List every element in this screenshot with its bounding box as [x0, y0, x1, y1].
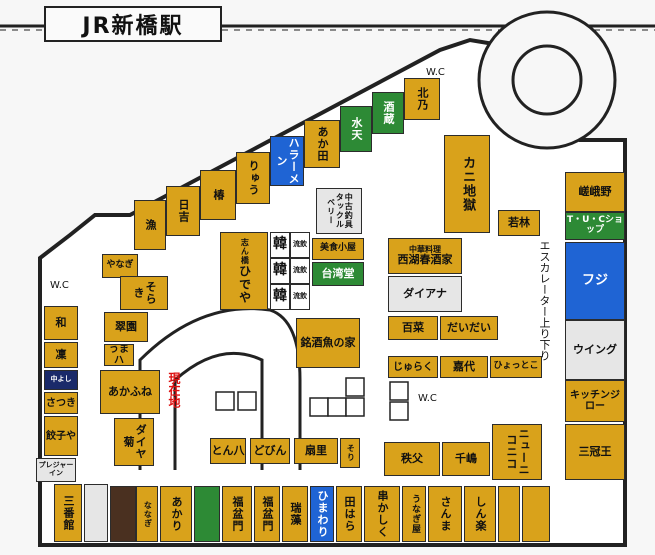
shop-hide-sub: 志ん橋	[240, 238, 250, 265]
shop-chichibu[interactable]: 秩父	[384, 442, 440, 476]
shop-tsubaki[interactable]: 椿	[200, 170, 236, 220]
shop-gyoza[interactable]: 餃子や	[44, 416, 78, 456]
shop-diamond[interactable]: ダイヤ菊	[114, 418, 154, 466]
bottom-yellow-2[interactable]	[522, 486, 550, 542]
shop-nanakyu[interactable]: ななぎ	[136, 486, 158, 542]
shop-suien[interactable]: 翠園	[104, 312, 148, 342]
shop-taiwan[interactable]: 台湾堂	[312, 262, 364, 286]
bottom-blank-1	[84, 484, 108, 542]
shop-wakabayashi[interactable]: 若林	[498, 210, 540, 236]
wc-label-left: W.C	[50, 280, 69, 291]
shop-tahara[interactable]: 田はら	[336, 486, 362, 542]
shop-sanma[interactable]: さんま	[428, 486, 462, 542]
shop-nakayoshi[interactable]: 中よし	[44, 370, 78, 390]
shop-zuiso[interactable]: 瑞藻	[282, 486, 308, 542]
shop-wing[interactable]: ウイング	[565, 320, 625, 380]
shop-kitchen[interactable]: キッチンジロー	[565, 380, 625, 422]
shop-hide[interactable]: 志ん橋 ひでや	[220, 232, 268, 310]
shop-fukubonmon-a[interactable]: 福盆門	[222, 486, 252, 542]
shop-juraku[interactable]: じゅらく	[388, 356, 438, 378]
shop-satsuki[interactable]: さつき	[44, 392, 78, 414]
shop-chuko[interactable]: 中古釣具タックルベリー	[316, 188, 362, 234]
shop-wa[interactable]: 和	[44, 306, 78, 340]
shop-himawari[interactable]: ひまわり	[310, 486, 334, 542]
shop-kushikaku[interactable]: 串かしく	[364, 486, 400, 542]
shop-hyottoko[interactable]: ひょっとこ	[490, 356, 542, 378]
shop-umahachi[interactable]: うまハ	[104, 344, 134, 366]
shop-sangen[interactable]: 三番館	[54, 484, 82, 542]
shop-ryoshi[interactable]: 漁	[134, 200, 166, 250]
shop-soraki[interactable]: そらき	[120, 276, 168, 310]
shop-xihu[interactable]: 中華料理 西湖春酒家	[388, 238, 462, 274]
shop-meishu[interactable]: 銘酒魚の家	[296, 318, 360, 368]
shop-akada[interactable]: あか田	[304, 120, 340, 168]
shop-kan-b[interactable]: 韓	[270, 258, 290, 284]
shop-nico[interactable]: ニューニコニコ	[492, 424, 542, 480]
shop-kita-a[interactable]: 北乃	[404, 78, 440, 120]
shop-rin[interactable]: 凜	[44, 342, 78, 368]
shop-sori[interactable]: そり	[340, 438, 360, 468]
shop-daidai[interactable]: だいだい	[440, 316, 498, 340]
shop-senshu[interactable]: 千嶋	[442, 442, 490, 476]
escalator-label: エスカレーター上り下り	[538, 240, 551, 361]
shop-pleasure[interactable]: プレジャーイン	[36, 458, 76, 482]
shop-bishoku[interactable]: 美食小屋	[312, 238, 364, 260]
bottom-yellow-1[interactable]	[498, 486, 520, 542]
shop-tonpachi[interactable]: とん八	[210, 438, 246, 464]
shop-yanagi[interactable]: やなぎ	[102, 254, 138, 278]
shop-kiyo[interactable]: 嘉代	[440, 356, 488, 378]
shop-green-bottom[interactable]	[194, 486, 220, 542]
shop-kan-a[interactable]: 韓	[270, 232, 290, 258]
shop-unagi[interactable]: うなぎ屋	[402, 486, 426, 542]
shop-diana[interactable]: ダイアナ	[388, 276, 462, 312]
shop-sagano[interactable]: 嵯峨野	[565, 172, 625, 212]
shop-dark[interactable]	[110, 486, 136, 542]
shop-dobin[interactable]: どびん	[250, 438, 290, 464]
wc-label-center: W.C	[418, 393, 437, 404]
shop-hiyoshi[interactable]: 日吉	[166, 186, 200, 236]
current-location-marker: 現在地	[167, 372, 181, 408]
shop-kita-b[interactable]: 酒蔵	[372, 92, 404, 134]
shop-ryugu[interactable]: りゅう	[236, 152, 270, 204]
shop-xihu-sub: 中華料理	[409, 244, 441, 254]
shop-fuji[interactable]: フジ	[565, 242, 625, 320]
shop-hanaramen[interactable]: ハラーメン	[270, 136, 304, 186]
station-title: JR新橋駅	[44, 6, 222, 42]
shop-kan-c[interactable]: 韓	[270, 284, 290, 310]
shop-kani[interactable]: カニ地獄	[444, 135, 490, 233]
shop-sankan[interactable]: 三冠王	[565, 424, 625, 480]
shop-ryuha-b[interactable]: 流飲	[290, 258, 310, 284]
shop-akafune[interactable]: あかふね	[100, 370, 160, 414]
wc-label-top: W.C	[426, 67, 445, 78]
shop-akari[interactable]: あかり	[160, 486, 192, 542]
shop-hyakusai[interactable]: 百菜	[388, 316, 438, 340]
shop-ryuha-a[interactable]: 流飲	[290, 232, 310, 258]
shop-shinraku[interactable]: しん楽	[464, 486, 496, 542]
shop-senri[interactable]: 扇里	[294, 438, 338, 464]
shop-fukubonmon-b[interactable]: 福盆門	[254, 486, 280, 542]
shop-tu[interactable]: T・U・Cショップ	[565, 212, 625, 240]
shop-suisui[interactable]: 水天	[340, 106, 372, 152]
shop-ryuha-c[interactable]: 流飲	[290, 284, 310, 310]
